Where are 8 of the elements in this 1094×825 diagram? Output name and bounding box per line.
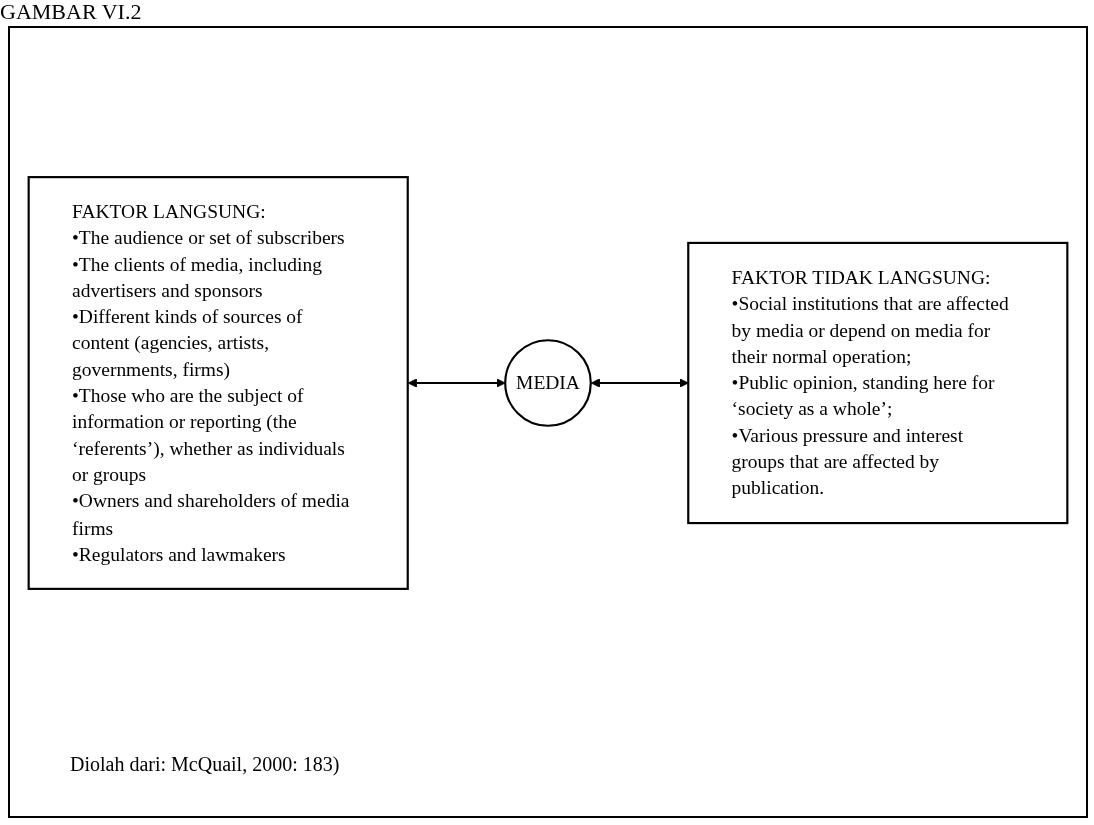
arrow xyxy=(590,378,689,388)
node-circle xyxy=(504,339,592,427)
figure-title: GAMBAR VI.2 xyxy=(0,0,142,24)
source-caption: Diolah dari: McQuail, 2000: 183) xyxy=(70,753,340,776)
frame-border: FAKTOR LANGSUNG: •The audience or set of subscribers •The clients of media, including advertisers and sponsors •Different kinds of sources of content (agencies, artists, governments, firms) •Those who are the subject of information or reporting (the ‘referents’), whether as individuals or groups •Owners and shareholders of media firms •Regulators and lawmakers MEDIA FAKTOR TIDAK LANGSUNG: •Social institutions that are affected by media or depend on media for their normal operation; •Public opinion, standing here for ‘society as a whole’; •Various pressure and interest groups that are affected by publication. Diolah dari: McQuail, 2000: 183) xyxy=(8,26,1088,818)
node-box xyxy=(27,176,409,590)
arrow xyxy=(407,378,506,388)
node-box xyxy=(687,241,1069,525)
